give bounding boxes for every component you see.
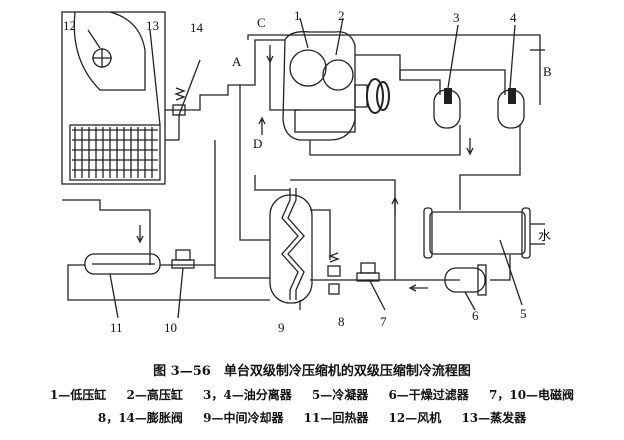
label-14: 14 [190,20,204,35]
legend-item: 7，10—电磁阀 [489,388,575,402]
compressor [282,17,390,141]
regenerator-11 [84,253,161,319]
legend-item: 2—高压缸 [126,388,183,402]
legend-item: 12—风机 [388,411,442,425]
label-12: 12 [63,18,76,33]
label-water: 水 [538,228,551,243]
label-10: 10 [164,320,177,335]
label-3: 3 [453,10,460,25]
intercooler-9 [269,188,313,304]
legend-item: 11—回热器 [303,411,369,425]
legend-item: 9—中间冷却器 [203,411,284,425]
label-B: B [543,64,552,79]
label-11: 11 [110,320,123,335]
legend-row-1: 1—低压缸 2—高压缸 3，4—油分离器 5—冷凝器 6—干燥过滤器 7，10—… [0,386,624,403]
expansion-valve-8 [327,252,341,295]
label-8: 8 [338,314,345,329]
label-1: 1 [294,8,301,23]
legend-item: 6—干燥过滤器 [388,388,469,402]
label-7: 7 [380,314,387,329]
evaporator-unit [61,11,166,185]
legend-item: 8，14—膨胀阀 [97,411,183,425]
legend-item: 5—冷凝器 [311,388,369,402]
pipes [62,34,541,310]
label-4: 4 [510,10,517,25]
legend-item: 3，4—油分离器 [203,388,292,402]
label-13: 13 [146,18,159,33]
label-2: 2 [338,8,345,23]
diagram-labels: 12 13 14 A C D B 1 2 3 4 水 5 6 7 8 9 10 … [63,8,552,335]
refrigeration-flow-diagram: 12 13 14 A C D B 1 2 3 4 水 5 6 7 8 9 10 … [61,8,552,335]
expansion-valve-14 [165,59,201,141]
oil-separator-3 [433,24,461,129]
solenoid-valve-10 [171,249,195,319]
label-5: 5 [520,306,527,321]
figure-caption: 图 3—56 单台双级制冷压缩机的双级压缩制冷流程图 [153,364,471,379]
label-9: 9 [278,320,285,335]
flow-arrows [136,45,545,292]
legend-item: 13—蒸发器 [461,411,527,425]
label-C: C [257,15,266,30]
oil-separator-4 [497,24,525,129]
legend-row-2: 8，14—膨胀阀 9—中间冷却器 11—回热器 12—风机 13—蒸发器 [0,409,624,426]
condenser-5 [423,207,545,306]
flywheel [366,78,384,114]
label-6: 6 [472,308,479,323]
label-D: D [253,136,262,151]
dryer-filter-6 [444,264,487,311]
legend-item: 1—低压缸 [49,388,107,402]
solenoid-valve-7 [356,262,386,311]
evaporator-coil [69,124,161,181]
label-A: A [232,54,242,69]
